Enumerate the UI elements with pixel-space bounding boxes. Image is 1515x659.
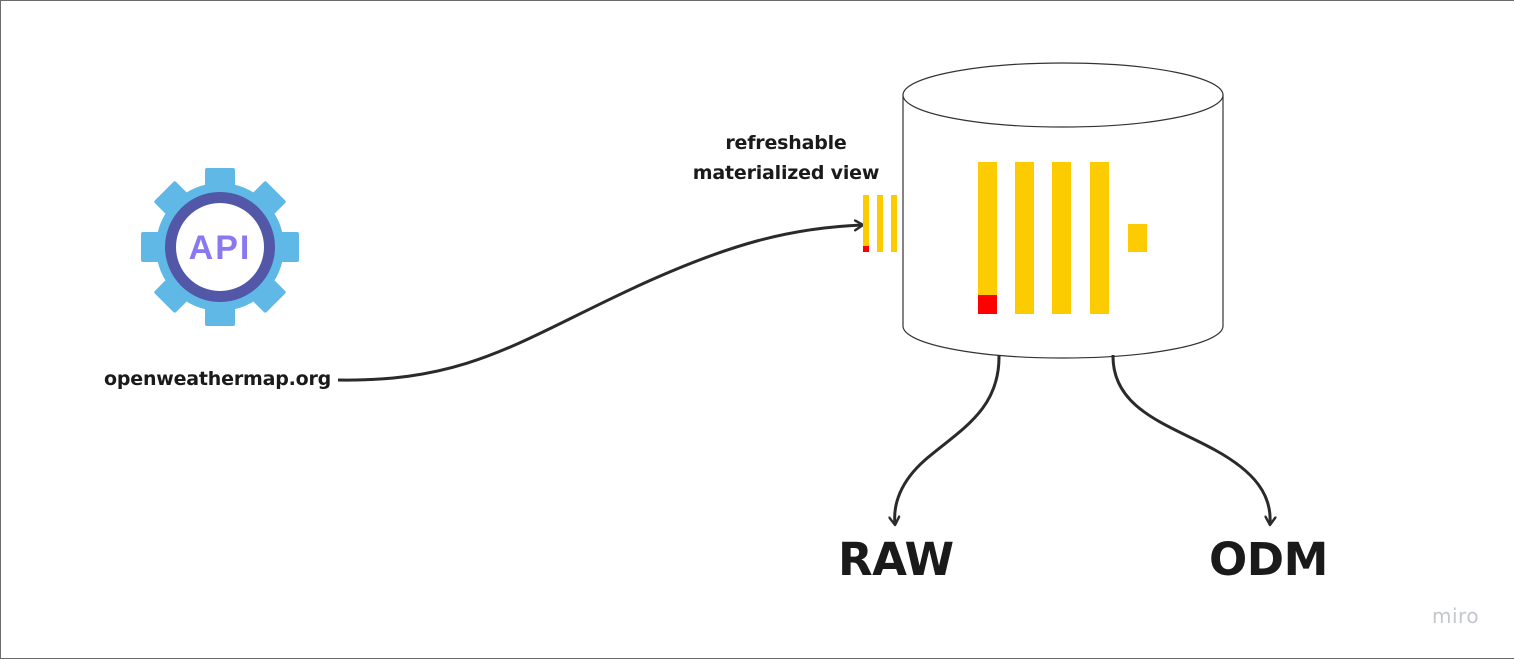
mv-label-line1: refreshable [725,132,847,154]
materialized-view-label: refreshable materialized view [680,128,892,188]
api-gear-icon[interactable]: API [141,168,299,326]
odm-arrow [1111,354,1270,524]
raw-label: RAW [838,533,954,586]
api-icon-text: API [189,229,252,267]
ingest-arrow [337,225,862,382]
miro-watermark: miro [1432,604,1480,628]
mv-label-line2: materialized view [692,162,880,184]
source-label: openweathermap.org [104,368,332,390]
raw-arrow [895,354,1001,524]
clickhouse-logo [978,162,1147,314]
odm-label: ODM [1209,533,1328,586]
